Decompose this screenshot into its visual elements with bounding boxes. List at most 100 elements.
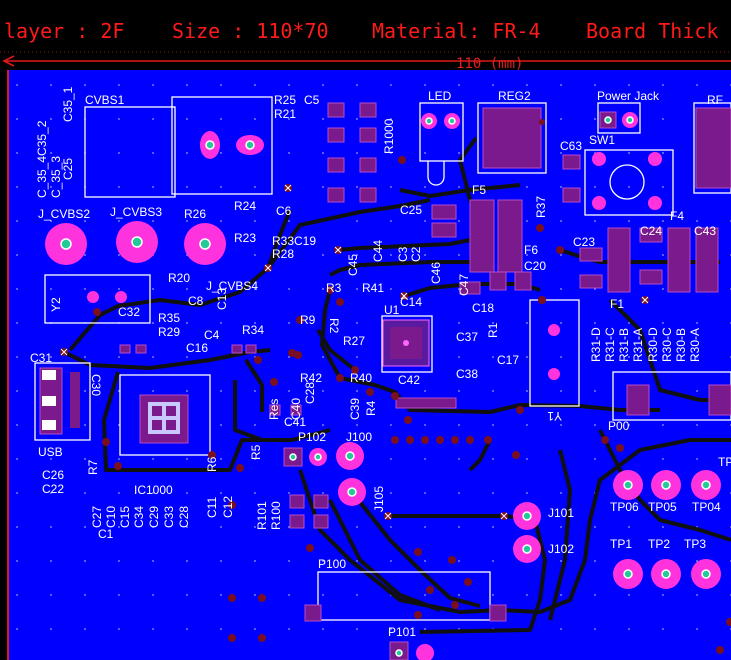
ref-R24: R24	[234, 199, 256, 213]
ref-C35-group: C_35_4C35_2	[35, 120, 49, 198]
ref-C1: C1	[98, 527, 114, 541]
ref-C40: C40	[289, 398, 303, 420]
ref-J101: J101	[548, 506, 574, 520]
ref-F5: F5	[472, 183, 486, 197]
ref-Res: Res	[267, 399, 281, 420]
ref-R21: R21	[274, 107, 296, 121]
ref-C29: C29	[147, 506, 161, 528]
ref-R30-A: R30-A	[688, 328, 702, 362]
ref-P100: P100	[318, 557, 346, 571]
ref-R27: R27	[343, 334, 365, 348]
ref-C18: C18	[472, 301, 494, 315]
ref-C44: C44	[371, 240, 385, 262]
ref-C23: C23	[573, 235, 595, 249]
ref-SW1: SW1	[589, 133, 615, 147]
ref-USB: USB	[38, 445, 63, 459]
ref-R2: R2	[327, 318, 341, 334]
ref-R6: R6	[205, 456, 219, 472]
ref-C45: C45	[346, 254, 360, 276]
ref-C2: C2	[409, 246, 423, 262]
ref-P101: P101	[388, 625, 416, 639]
ref-R30-B: R30-B	[674, 328, 688, 362]
ref-J_CVBS3: J_CVBS3	[110, 205, 162, 219]
ref-C27: C27	[90, 506, 104, 528]
ref-C39: C39	[348, 398, 362, 420]
ref-TP: TP	[718, 455, 731, 469]
ref-R40: R40	[350, 371, 372, 385]
ref-R31-C: R31-C	[603, 327, 617, 362]
silkscreen-labels-vertical: R1000 R37 C_35_4C35_2 C35_1 C_35_3 C25 C…	[35, 86, 702, 530]
header-size: Size : 110*70	[172, 19, 329, 43]
ref-TP3: TP3	[684, 537, 706, 551]
ref-TP04: TP04	[692, 500, 721, 514]
ref-C35_1: C35_1	[61, 86, 75, 122]
ref-J_CVBS2: J_CVBS2	[38, 207, 90, 221]
ref-PowerJack: Power Jack	[597, 89, 660, 103]
ref-C22: C22	[42, 482, 64, 496]
ref-J102: J102	[548, 542, 574, 556]
ref-C25: C25	[400, 203, 422, 217]
ref-C13: C13	[215, 288, 229, 310]
ref-Y1: Y1	[547, 409, 562, 423]
ref-C63: C63	[560, 139, 582, 153]
ref-R31-D: R31-D	[589, 327, 603, 362]
ref-C37: C37	[456, 330, 478, 344]
ref-C41: C41	[284, 415, 306, 429]
ref-R30-C: R30-C	[660, 327, 674, 362]
ref-C28: C28	[177, 506, 191, 528]
ref-R29: R29	[158, 325, 180, 339]
ref-REG2: REG2	[498, 89, 531, 103]
ref-F4: F4	[670, 209, 684, 223]
ref-LED: LED	[428, 89, 452, 103]
ref-C15: C15	[118, 506, 132, 528]
via-crosses	[60, 184, 649, 520]
ref-C24: C24	[640, 224, 662, 238]
dimension-line: 110 (mm)	[2, 55, 731, 72]
ref-C8: C8	[188, 294, 204, 308]
ref-C17: C17	[497, 353, 519, 367]
ref-R42: R42	[300, 371, 322, 385]
ref-C10: C10	[104, 506, 118, 528]
ref-C47: C47	[457, 274, 471, 296]
ref-C26: C26	[42, 468, 64, 482]
ref-R23: R23	[234, 231, 256, 245]
ref-TP05: TP05	[648, 500, 677, 514]
header-layer: layer : 2F	[4, 19, 124, 43]
ref-IC1000: IC1000	[134, 483, 173, 497]
ref-R4: R4	[364, 400, 378, 416]
ref-C38: C38	[456, 367, 478, 381]
ref-C3: C3	[396, 246, 410, 262]
ic1000-body	[148, 402, 180, 434]
ref-J_CVBS4: J_CVBS4	[206, 279, 258, 293]
ref-RF: RF	[707, 93, 723, 107]
ref-R37: R37	[534, 196, 548, 218]
ref-C20: C20	[524, 259, 546, 273]
ref-C4: C4	[204, 328, 220, 342]
ref-C42: C42	[398, 373, 420, 387]
ref-TP1: TP1	[610, 537, 632, 551]
ref-C25-small: C25	[61, 158, 75, 180]
ref-J105: J105	[372, 486, 386, 512]
ref-C6: C6	[276, 204, 292, 218]
ref-R33C19: R33C19	[272, 234, 316, 248]
ref-R9: R9	[300, 313, 316, 327]
smd-pads	[39, 102, 731, 622]
ref-R35: R35	[158, 311, 180, 325]
ref-R25: R25	[274, 93, 296, 107]
ref-J100: J100	[346, 430, 372, 444]
ref-C5: C5	[304, 93, 320, 107]
fab-notes-header: layer : 2F Size : 110*70 Material: FR-4 …	[0, 19, 731, 53]
ref-C32: C32	[118, 305, 140, 319]
ref-C11: C11	[205, 497, 219, 518]
ref-R1: R1	[486, 322, 500, 338]
ref-CVBS1: CVBS1	[85, 93, 125, 107]
usb-connector-glyphs	[42, 370, 80, 430]
ref-R34: R34	[242, 323, 264, 337]
ref-R41: R41	[362, 281, 384, 295]
ref-C35_3: C_35_3	[49, 156, 63, 198]
ref-R7: R7	[86, 459, 100, 475]
ref-C46: C46	[429, 262, 443, 284]
ref-R31-B: R31-B	[617, 328, 631, 362]
ref-C12: C12	[221, 496, 235, 518]
